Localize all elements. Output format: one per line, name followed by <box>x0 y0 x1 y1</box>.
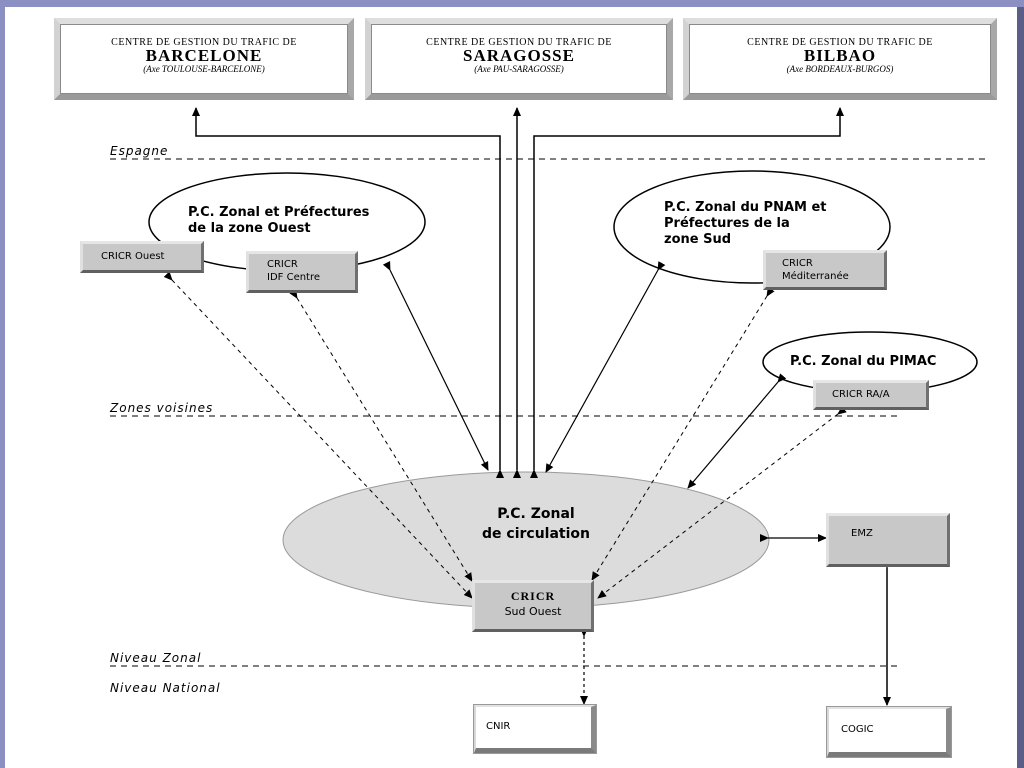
ellipse-ouest-text: P.C. Zonal et Préfectures de la zone Oue… <box>188 205 370 236</box>
link-pimac-central <box>687 373 787 489</box>
header-axis: (Axe BORDEAUX-BURGOS) <box>786 64 894 74</box>
header-line1: CENTRE DE GESTION DU TRAFIC DE <box>426 37 612 48</box>
box-cnir: CNIR <box>473 704 597 754</box>
label-niveau-zonal: Niveau Zonal <box>110 651 202 665</box>
header-box-barcelone: CENTRE DE GESTION DU TRAFIC DE BARCELONE… <box>54 18 354 100</box>
window-top-bar <box>0 0 1024 7</box>
header-name: BARCELONE <box>145 46 263 65</box>
header-axis: (Axe TOULOUSE-BARCELONE) <box>143 64 265 74</box>
label-niveau-national: Niveau National <box>110 681 221 695</box>
link-barcelone <box>192 107 504 478</box>
link-ouest-central <box>382 261 489 471</box>
label-zones-voisines: Zones voisines <box>110 401 214 415</box>
header-box-bilbao: CENTRE DE GESTION DU TRAFIC DE BILBAO (A… <box>683 18 997 100</box>
link-sud-central <box>545 261 666 473</box>
box-cricr-ouest: CRICR Ouest <box>80 241 204 273</box>
header-name: BILBAO <box>803 46 877 65</box>
window-left-border <box>0 7 5 768</box>
ellipse-central-text: P.C. Zonal de circulation <box>482 506 590 542</box>
dash-cricr-raa <box>597 405 847 599</box>
box-cricr-raa: CRICR RA/A <box>813 380 929 410</box>
header-axis: (Axe PAU-SARAGOSSE) <box>474 64 564 74</box>
ellipse-sud-text: P.C. Zonal du PNAM et Préfectures de la … <box>664 200 827 247</box>
box-cricr-idf-centre: CRICR IDF Centre <box>246 251 358 293</box>
header-box-saragosse: CENTRE DE GESTION DU TRAFIC DE SARAGOSSE… <box>365 18 673 100</box>
link-bilbao <box>530 107 844 478</box>
box-cogic: COGIC <box>826 706 952 758</box>
label-espagne: Espagne <box>110 144 169 158</box>
header-line1: CENTRE DE GESTION DU TRAFIC DE <box>747 37 933 48</box>
ellipse-pimac-text: P.C. Zonal du PIMAC <box>790 354 937 369</box>
header-name: SARAGOSSE <box>463 46 575 65</box>
box-cricr-mediterranee: CRICR Méditerranée <box>763 250 887 290</box>
window-right-border <box>1017 7 1024 768</box>
header-line1: CENTRE DE GESTION DU TRAFIC DE <box>111 37 297 48</box>
box-emz: EMZ <box>826 513 950 567</box>
box-cricr-sud-ouest: CRICR Sud Ouest <box>472 580 594 632</box>
